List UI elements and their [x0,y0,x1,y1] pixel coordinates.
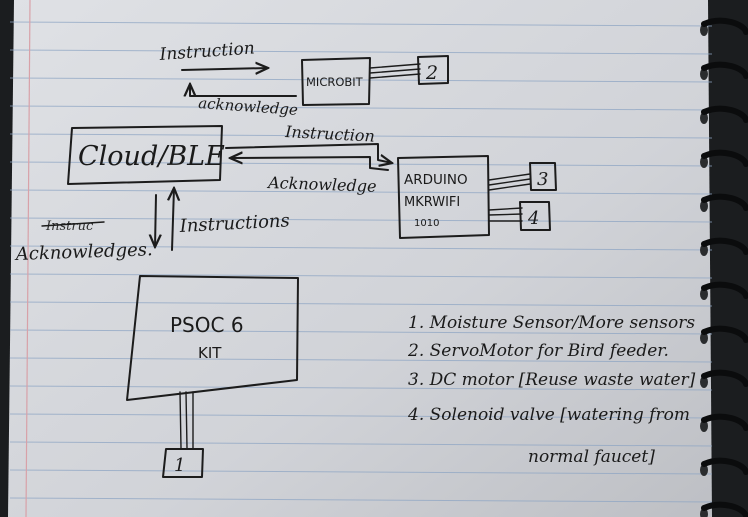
legend-item-4-cont: normal faucet] [528,447,655,467]
arduino-port-4: 4 [527,208,539,229]
arduino-port-3: 3 [537,169,548,190]
psoc-port-1: 1 [174,455,185,476]
cloud-ble-node: Cloud/BLE [67,125,225,185]
spiral-binding [700,17,748,517]
vertical-link: Instructions Instruc Acknowledges. [13,188,290,265]
ruled-lines [9,21,713,503]
arduino-node: ARDUINO MKRWIFI 1010 3 4 [397,155,557,239]
psoc-node: PSOC 6 KIT 1 [126,275,299,478]
legend-item-2: 2. ServoMotor for Bird feeder. [407,341,669,361]
microbit-port-label: 2 [425,62,438,84]
psoc-line1: PSOC 6 [170,313,244,337]
paper-sheet [8,0,712,517]
cloud-ble-label: Cloud/BLE [78,141,225,172]
legend-item-3: 3. DC motor [Reuse waste water] [408,370,696,390]
microbit-node: MICROBIT 2 [301,55,449,106]
margin-line [25,0,31,517]
cloud-instruction-label: Instruction [284,122,376,146]
arduino-line2: MKRWIFI [404,195,460,210]
legend-item-4: 4. Solenoid valve [watering from [407,405,690,425]
arduino-line3: 1010 [414,218,439,229]
cloud-arduino-link: Instruction Acknowledge [225,122,392,196]
legend: 1. Moisture Sensor/More sensors 2. Servo… [407,313,696,467]
legend-item-1: 1. Moisture Sensor/More sensors [408,313,695,333]
psoc-line2: KIT [198,344,222,362]
cloud-acknowledge-label: Acknowledge [266,173,377,196]
vertical-acknowledges-label: Acknowledges. [13,239,153,265]
microbit-label: MICROBIT [306,75,364,89]
arduino-line1: ARDUINO [404,172,468,188]
struck-text: Instruc [45,219,94,234]
